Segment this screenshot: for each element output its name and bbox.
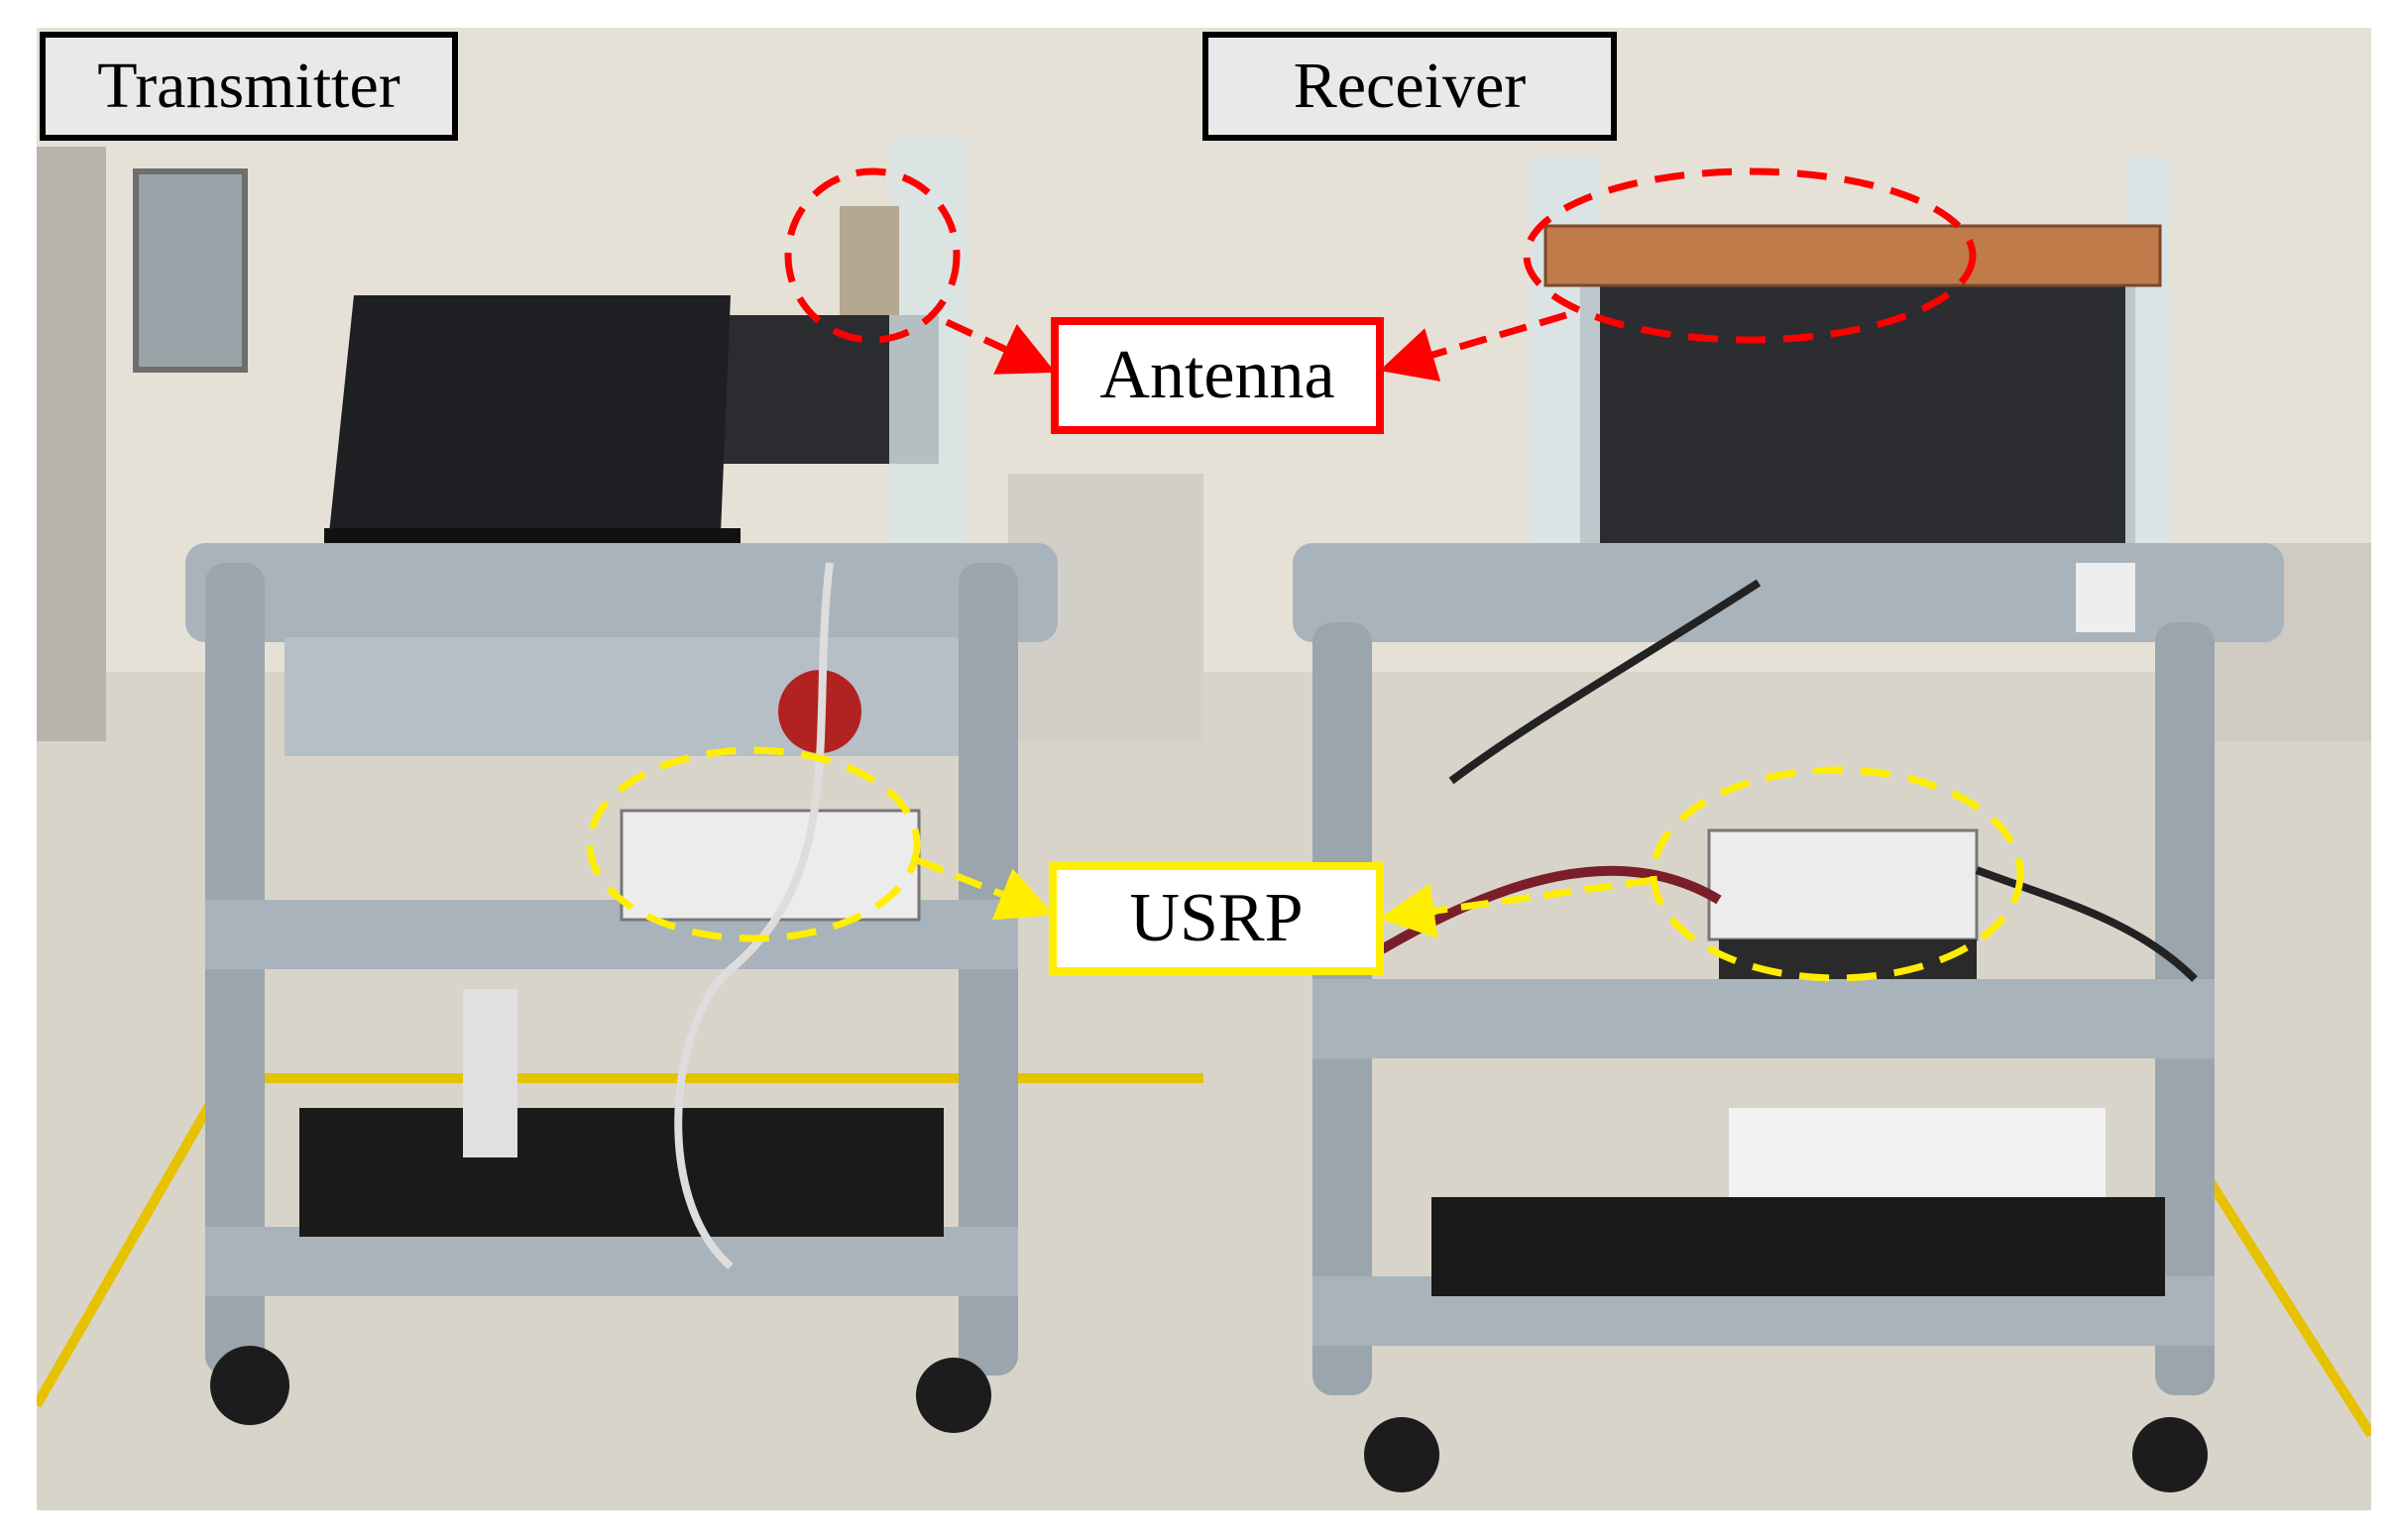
receiver-photo [1203, 28, 2371, 1510]
transmitter-label: Transmitter [40, 32, 458, 141]
usrp-callout: USRP [1049, 862, 1384, 975]
receiver-scene [1203, 28, 2371, 1510]
transmitter-photo [37, 28, 1203, 1510]
transmitter-scene [37, 28, 1203, 1510]
receiver-label: Receiver [1202, 32, 1617, 141]
antenna-callout: Antenna [1051, 317, 1384, 434]
